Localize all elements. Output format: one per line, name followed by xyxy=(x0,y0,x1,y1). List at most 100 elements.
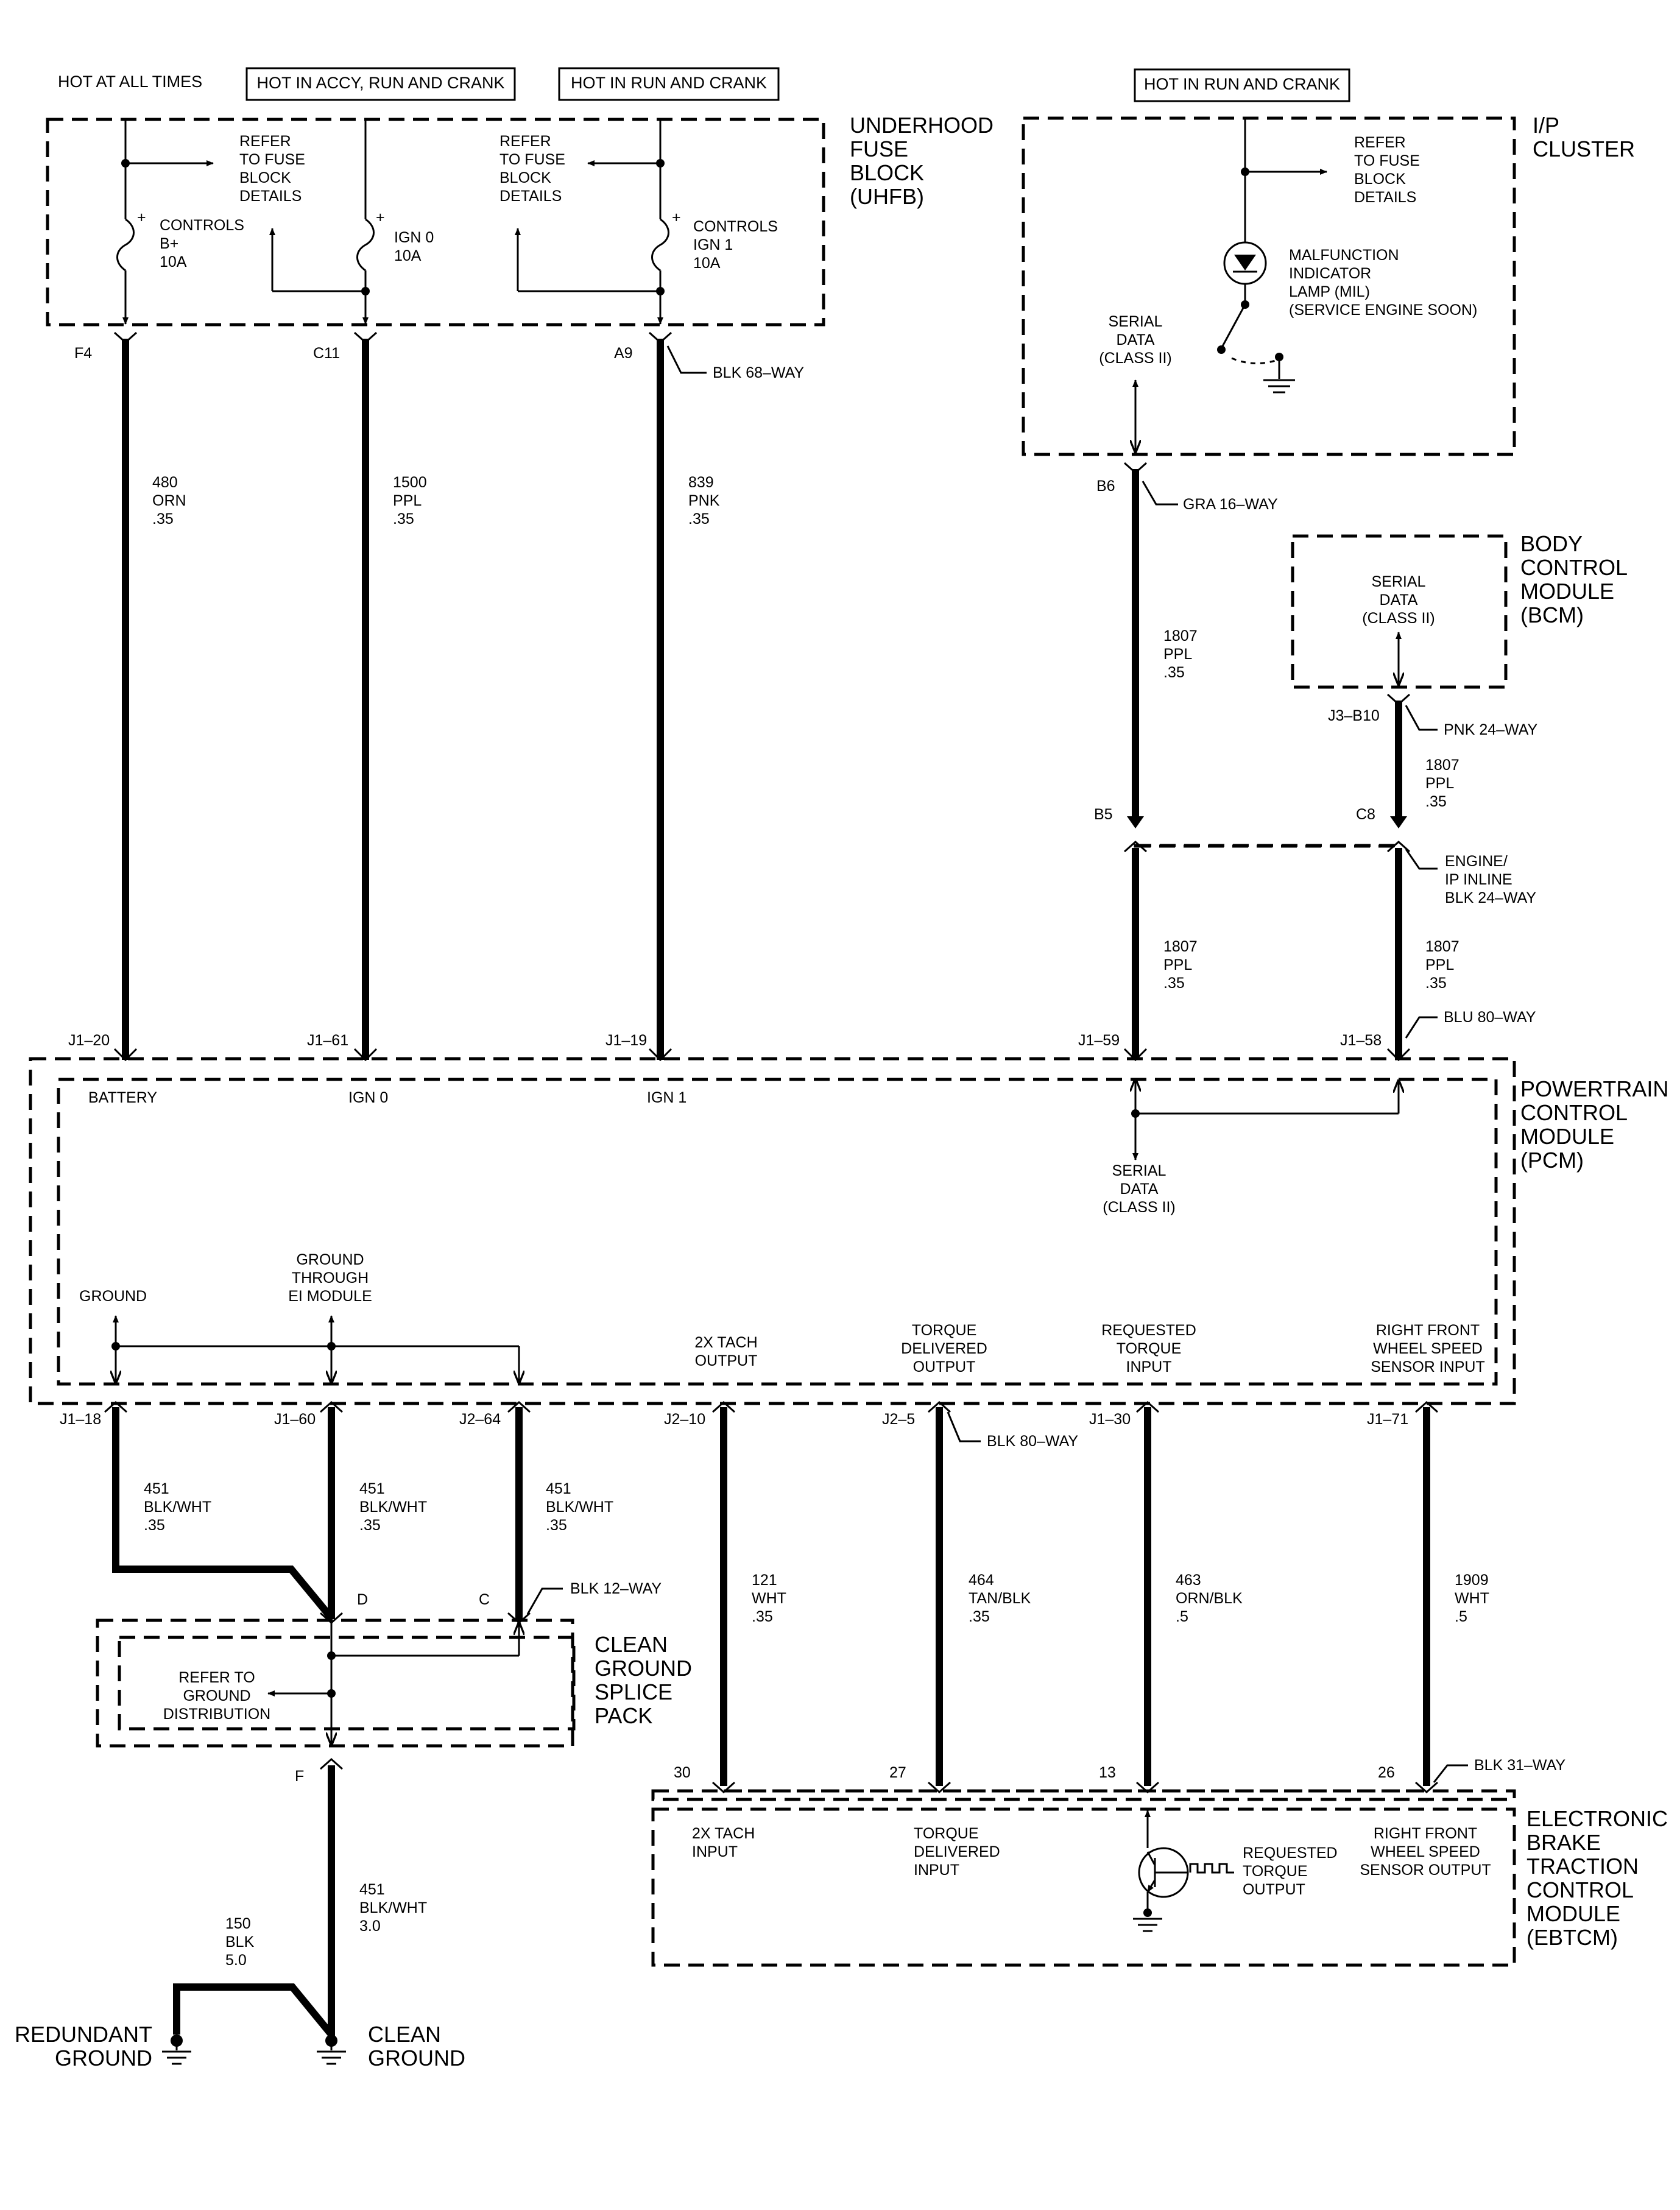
wire-451-j1-18 xyxy=(112,1407,334,1620)
svg-text:(EBTCM): (EBTCM) xyxy=(1526,1925,1618,1950)
svg-text:BLK/WHT: BLK/WHT xyxy=(546,1499,613,1516)
svg-text:OUTPUT: OUTPUT xyxy=(913,1358,976,1375)
refer-fuse-cluster: REFER TO FUSE BLOCK DETAILS xyxy=(1354,134,1420,206)
fuse-ign0-label: IGN 0 10A xyxy=(394,229,434,264)
svg-text:121: 121 xyxy=(752,1572,777,1589)
pcm-ground-label: GROUND xyxy=(79,1288,147,1305)
ebtcm-pin-27: 27 xyxy=(889,1764,906,1781)
pin-j1-19: J1–19 xyxy=(605,1032,647,1049)
svg-text:CONTROL: CONTROL xyxy=(1520,1100,1628,1125)
pin-b6: B6 xyxy=(1096,478,1115,495)
svg-text:TO FUSE: TO FUSE xyxy=(239,151,305,168)
svg-text:451: 451 xyxy=(144,1480,169,1497)
uhfb-box xyxy=(46,118,825,327)
redundant-ground-icon xyxy=(162,2050,191,2065)
svg-text:REFER: REFER xyxy=(499,133,551,150)
svg-text:.5: .5 xyxy=(1176,1608,1188,1625)
svg-text:CONTROL: CONTROL xyxy=(1526,1877,1634,1902)
wire-463-label: 463 ORN/BLK .5 xyxy=(1176,1572,1243,1625)
pin-j3-b10: J3–B10 xyxy=(1328,707,1380,724)
pin-j1-30: J1–30 xyxy=(1089,1411,1131,1428)
svg-text:451: 451 xyxy=(546,1480,571,1497)
wire-121-label: 121 WHT .35 xyxy=(752,1572,786,1625)
splice-pin-f: F xyxy=(295,1768,304,1785)
svg-text:+: + xyxy=(376,209,385,226)
hot-run-cluster-label: HOT IN RUN AND CRANK xyxy=(1144,75,1340,93)
pin-j2-5: J2–5 xyxy=(882,1411,915,1428)
svg-text:.35: .35 xyxy=(359,1517,381,1534)
svg-text:BLOCK: BLOCK xyxy=(1354,171,1406,188)
svg-text:.35: .35 xyxy=(1425,975,1447,992)
svg-text:2X TACH: 2X TACH xyxy=(692,1825,755,1842)
splice-pack-inner-box xyxy=(118,1636,576,1731)
pin-a9: A9 xyxy=(614,345,633,362)
svg-text:SERIAL: SERIAL xyxy=(1372,573,1426,590)
wire-150-redundant xyxy=(173,1983,334,2037)
refer-fuse-left: REFER TO FUSE BLOCK DETAILS xyxy=(239,133,305,205)
svg-text:BLK/WHT: BLK/WHT xyxy=(144,1499,211,1516)
pin-c11: C11 xyxy=(313,345,340,362)
svg-text:PPL: PPL xyxy=(393,492,422,509)
svg-text:BODY: BODY xyxy=(1520,531,1583,556)
hot-at-all-times-label: HOT AT ALL TIMES xyxy=(58,72,202,91)
cluster-connector-label: GRA 16–WAY xyxy=(1183,496,1278,513)
svg-text:PACK: PACK xyxy=(595,1703,652,1728)
svg-text:10A: 10A xyxy=(160,253,187,270)
svg-text:I/P: I/P xyxy=(1533,113,1559,138)
clean-ground-icon xyxy=(317,2050,346,2065)
svg-text:REFER TO: REFER TO xyxy=(178,1669,255,1686)
svg-text:.35: .35 xyxy=(1425,793,1447,810)
pin-b5: B5 xyxy=(1094,806,1113,823)
ip-cluster-title: I/P CLUSTER xyxy=(1533,113,1635,161)
svg-text:150: 150 xyxy=(225,1915,251,1932)
svg-text:INDICATOR: INDICATOR xyxy=(1289,265,1371,282)
svg-text:.35: .35 xyxy=(144,1517,165,1534)
ebtcm-torque-delivered-label: TORQUE DELIVERED INPUT xyxy=(914,1825,1000,1879)
svg-text:TORQUE: TORQUE xyxy=(1243,1863,1308,1880)
splice-pack-outer-box xyxy=(96,1619,574,1748)
ebtcm-connector-label: BLK 31–WAY xyxy=(1474,1757,1565,1774)
svg-text:TORQUE: TORQUE xyxy=(912,1322,977,1339)
svg-text:PPL: PPL xyxy=(1163,956,1192,973)
svg-text:IGN 1: IGN 1 xyxy=(693,236,733,253)
svg-text:(UHFB): (UHFB) xyxy=(850,184,924,209)
pcm-title: POWERTRAIN CONTROL MODULE (PCM) xyxy=(1520,1076,1668,1173)
svg-text:RIGHT FRONT: RIGHT FRONT xyxy=(1376,1322,1480,1339)
wire-451d-label: 451 BLK/WHT 3.0 xyxy=(359,1881,427,1935)
svg-text:1500: 1500 xyxy=(393,474,427,491)
svg-text:.35: .35 xyxy=(1163,664,1185,681)
svg-text:DATA: DATA xyxy=(1117,331,1155,348)
svg-text:CLEAN: CLEAN xyxy=(368,2022,441,2047)
svg-text:480: 480 xyxy=(152,474,178,491)
svg-text:BLOCK: BLOCK xyxy=(499,169,551,186)
wire-480-label: 480 ORN .35 xyxy=(152,474,186,528)
svg-text:FUSE: FUSE xyxy=(850,136,908,161)
svg-text:INPUT: INPUT xyxy=(1126,1358,1172,1375)
svg-text:SPLICE: SPLICE xyxy=(595,1679,672,1704)
svg-text:GROUND: GROUND xyxy=(368,2046,465,2071)
pcm-outer-box xyxy=(29,1057,1516,1405)
bcm-title: BODY CONTROL MODULE (BCM) xyxy=(1520,531,1628,627)
svg-text:ORN/BLK: ORN/BLK xyxy=(1176,1590,1243,1607)
svg-text:464: 464 xyxy=(969,1572,994,1589)
cluster-ground-icon xyxy=(1263,379,1295,394)
svg-text:10A: 10A xyxy=(394,247,422,264)
wire-1909-label: 1909 WHT .5 xyxy=(1455,1572,1489,1625)
ebtcm-box xyxy=(651,1807,1516,1967)
wire-451c-label: 451 BLK/WHT .35 xyxy=(546,1480,613,1534)
pin-j1-59: J1–59 xyxy=(1078,1032,1120,1049)
svg-text:REQUESTED: REQUESTED xyxy=(1101,1322,1196,1339)
svg-text:MODULE: MODULE xyxy=(1520,1124,1614,1149)
wire-839-label: 839 PNK .35 xyxy=(688,474,720,528)
uhfb-title: UNDERHOOD FUSE BLOCK (UHFB) xyxy=(850,113,994,209)
svg-text:TORQUE: TORQUE xyxy=(1117,1340,1182,1357)
inline-connector-label: ENGINE/ IP INLINE BLK 24–WAY xyxy=(1445,853,1536,906)
svg-text:TAN/BLK: TAN/BLK xyxy=(969,1590,1031,1607)
svg-text:(SERVICE ENGINE SOON): (SERVICE ENGINE SOON) xyxy=(1289,302,1477,319)
svg-text:PPL: PPL xyxy=(1163,646,1192,663)
transistor-icon xyxy=(1138,1847,1234,1898)
svg-text:.35: .35 xyxy=(546,1517,567,1534)
svg-text:(CLASS II): (CLASS II) xyxy=(1099,350,1171,367)
pcm-bottom-connector-label: BLK 80–WAY xyxy=(987,1433,1078,1450)
svg-text:451: 451 xyxy=(359,1480,385,1497)
